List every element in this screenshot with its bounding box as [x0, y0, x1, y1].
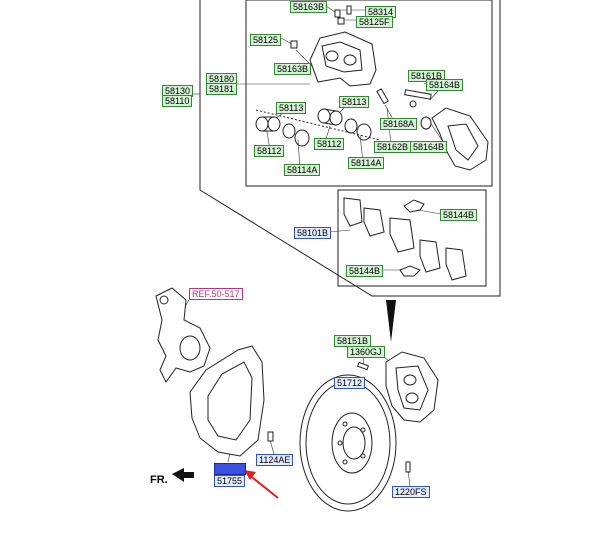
bleeder-58314 [346, 5, 352, 15]
label-58181[interactable]: 58181 [206, 83, 238, 95]
seal-right [344, 118, 358, 134]
pad-kit-box [337, 189, 487, 287]
screw-1220fs [405, 461, 411, 473]
caliper-assembly [385, 351, 439, 423]
label-51755[interactable]: 51755 [214, 475, 246, 487]
bolt-58125 [290, 40, 298, 49]
red-pointer-arrow [244, 470, 279, 499]
label-ref-50-517[interactable]: REF.50-517 [189, 288, 243, 300]
label-1360gj[interactable]: 1360GJ [347, 346, 385, 358]
label-58163b-top[interactable]: 58163B [290, 1, 328, 13]
bolt-58163b [334, 9, 341, 18]
steering-knuckle [155, 287, 211, 383]
pad-clip-bottom [399, 265, 421, 277]
label-58168a[interactable]: 58168A [380, 118, 418, 130]
label-58114a-left[interactable]: 58114A [284, 164, 321, 176]
pad-shim-1 [343, 197, 363, 227]
label-58125[interactable]: 58125 [250, 34, 282, 46]
label-51712[interactable]: 51712 [334, 377, 366, 389]
caliper-body [309, 31, 377, 87]
pad-2 [389, 217, 415, 253]
label-58125f[interactable]: 58125F [356, 16, 393, 28]
label-58162b[interactable]: 58162B [374, 141, 412, 153]
pad-shim-2 [445, 247, 467, 281]
guide-pin-lower [376, 88, 389, 105]
label-58112-right[interactable]: 58112 [314, 138, 345, 150]
boot-right [356, 123, 372, 141]
piston-right [329, 110, 343, 126]
label-1124ae[interactable]: 1124AE [256, 454, 294, 466]
label-58113-right[interactable]: 58113 [339, 96, 370, 108]
pad-1 [363, 207, 385, 237]
guide-pin-upper [404, 89, 432, 100]
label-5175x-selected[interactable]: 5175X [214, 463, 247, 475]
dust-shield [189, 345, 265, 457]
boot-left [294, 129, 310, 147]
front-direction-label: FR. [150, 474, 168, 486]
label-1220fs[interactable]: 1220FS [392, 486, 430, 498]
front-direction-arrow [172, 468, 194, 482]
label-58144b-bot[interactable]: 58144B [346, 265, 384, 277]
label-58114a-right[interactable]: 58114A [348, 157, 385, 169]
label-58101b[interactable]: 58101B [294, 227, 332, 239]
caliper-detail-box [245, 0, 493, 187]
pad-clip-top [403, 199, 425, 213]
label-58110[interactable]: 58110 [162, 95, 193, 107]
label-58164b-bot[interactable]: 58164B [410, 141, 448, 153]
label-58144b-top[interactable]: 58144B [440, 209, 478, 221]
caliper-parts [255, 5, 489, 171]
bolt-1124ae [267, 431, 274, 442]
cap-58125f [337, 17, 345, 25]
pad-kit-parts [343, 197, 467, 281]
lower-assembly [155, 287, 439, 512]
label-58164b-top[interactable]: 58164B [426, 79, 464, 91]
label-58163b-mid[interactable]: 58163B [274, 63, 312, 75]
caliper-bracket [431, 107, 489, 171]
outer-frame [199, 0, 501, 297]
label-58112-left[interactable]: 58112 [254, 145, 285, 157]
bolt-1360gj [356, 361, 370, 371]
seal-left [282, 123, 296, 139]
label-58113-left[interactable]: 58113 [276, 102, 307, 114]
detail-pointer [386, 300, 396, 342]
pad-3 [419, 239, 441, 273]
brake-disc [299, 374, 397, 512]
